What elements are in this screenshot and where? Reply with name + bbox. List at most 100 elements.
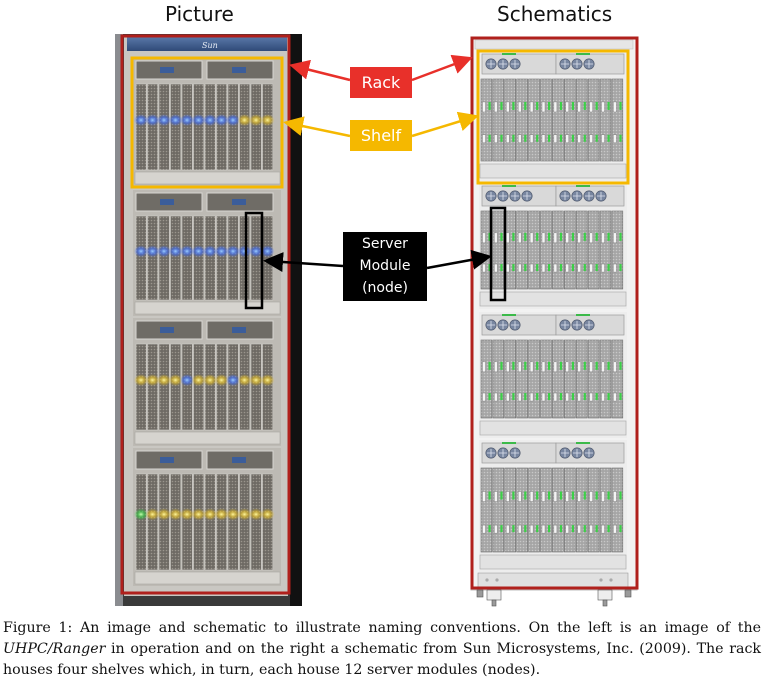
photo-shelf	[133, 190, 281, 316]
status-led	[191, 114, 206, 127]
status-led	[512, 525, 515, 533]
server-module	[170, 215, 182, 301]
server-module	[528, 210, 540, 290]
status-led	[180, 508, 194, 521]
server-module	[552, 467, 564, 553]
server-module	[262, 473, 274, 571]
status-led	[488, 361, 491, 370]
server-module	[227, 473, 239, 571]
status-led	[595, 525, 598, 533]
status-led	[536, 393, 539, 401]
status-led	[260, 374, 275, 387]
status-led	[607, 491, 610, 500]
server-module	[250, 83, 262, 171]
server-module	[147, 83, 159, 171]
status-led	[168, 374, 183, 387]
status-led	[191, 374, 206, 387]
status-led	[524, 393, 527, 401]
status-led	[607, 101, 610, 110]
status-led	[191, 508, 206, 521]
status-led	[237, 245, 252, 258]
server-module	[492, 339, 505, 419]
status-led	[607, 134, 610, 142]
status-led	[559, 134, 563, 142]
status-led	[488, 134, 491, 142]
server-module	[587, 78, 600, 162]
status-led	[145, 374, 160, 387]
server-module	[262, 83, 274, 171]
server-module	[135, 215, 147, 301]
status-led	[607, 525, 610, 533]
status-led	[203, 114, 217, 127]
status-led	[595, 361, 598, 370]
status-led	[595, 264, 598, 272]
status-led	[571, 393, 574, 401]
server-module	[250, 215, 262, 301]
server-module	[239, 215, 251, 301]
status-led	[249, 508, 263, 521]
server-module	[504, 339, 516, 419]
server-module	[193, 473, 205, 571]
schematic-shelf	[479, 312, 627, 438]
server-module	[204, 343, 216, 431]
rack-feet	[476, 589, 632, 607]
status-led	[548, 232, 551, 241]
status-led	[512, 101, 515, 110]
server-module	[575, 210, 588, 290]
server-module	[193, 343, 205, 431]
server-module	[262, 215, 274, 301]
server-module	[552, 210, 564, 290]
status-led	[249, 245, 263, 258]
status-led	[203, 374, 217, 387]
server-module	[611, 210, 624, 290]
status-led	[548, 491, 551, 500]
status-led	[619, 101, 622, 110]
rack-base	[477, 572, 629, 588]
status-led	[237, 114, 252, 127]
server-module-frame-left	[244, 211, 264, 310]
status-led	[536, 232, 539, 241]
server-module	[599, 78, 612, 162]
status-led	[607, 361, 610, 370]
status-led	[180, 114, 194, 127]
status-led	[226, 114, 240, 127]
status-led	[168, 245, 183, 258]
status-led	[145, 508, 160, 521]
status-led	[571, 134, 574, 142]
status-led	[500, 264, 503, 272]
arrows	[263, 54, 492, 272]
server-module	[575, 467, 588, 553]
server-module	[611, 467, 624, 553]
photo-shelf	[133, 448, 281, 586]
status-led	[134, 114, 148, 127]
status-led	[536, 264, 539, 272]
status-led	[214, 114, 229, 127]
server-module	[227, 215, 239, 301]
status-led	[559, 525, 563, 533]
status-led	[203, 508, 217, 521]
status-led	[512, 134, 515, 142]
status-led	[134, 245, 148, 258]
server-module	[204, 473, 216, 571]
server-module	[563, 339, 576, 419]
server-module	[227, 83, 239, 171]
server-module	[528, 78, 540, 162]
status-led	[524, 134, 527, 142]
status-led	[260, 114, 275, 127]
figure-caption: Figure 1: An image and schematic to illu…	[3, 618, 761, 681]
status-led	[583, 264, 586, 272]
server-module	[147, 473, 159, 571]
server-module	[147, 215, 159, 301]
server-module	[204, 215, 216, 301]
status-led	[583, 491, 586, 500]
status-led	[214, 374, 229, 387]
status-led	[500, 393, 503, 401]
status-led	[214, 508, 229, 521]
server-module	[181, 83, 193, 171]
server-module-label-line: Module	[359, 258, 411, 274]
status-led	[607, 264, 610, 272]
status-led	[583, 134, 586, 142]
status-led	[536, 525, 539, 533]
caption-italic-system-name: UHPC/Ranger	[3, 641, 106, 657]
status-led	[559, 393, 563, 401]
